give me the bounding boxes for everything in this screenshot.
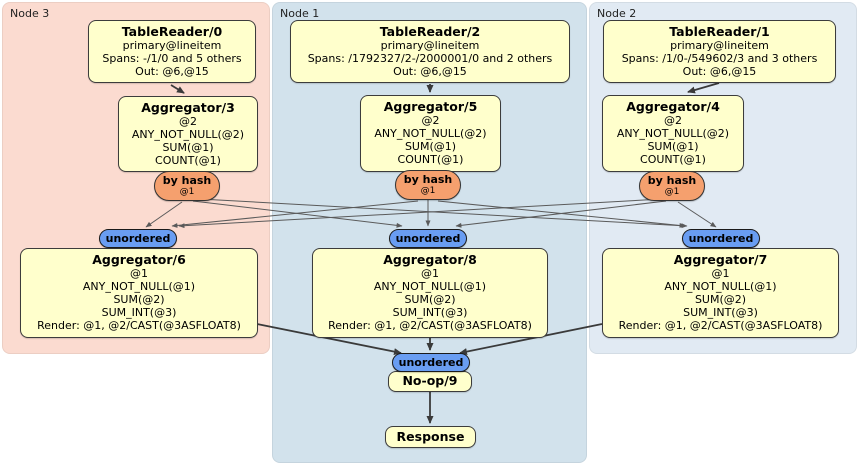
box-line: primary@lineitem <box>122 39 222 52</box>
box-title: Aggregator/8 <box>383 252 477 267</box>
hash-to-unordered-edges <box>145 198 717 229</box>
box-title: TableReader/2 <box>379 24 481 39</box>
box-line: SUM(@1) <box>404 140 457 153</box>
box-line: @1 <box>711 267 730 280</box>
box-line: SUM_INT(@3) <box>101 306 177 319</box>
box-line: Spans: /1/0-/549602/3 and 3 others <box>621 52 818 65</box>
hash-router-stream: @1 <box>664 187 680 197</box>
box-line: SUM(@1) <box>647 140 699 153</box>
box-line: SUM_INT(@3) <box>392 306 468 319</box>
box-title: Aggregator/3 <box>141 100 235 115</box>
hash-router-stream: @1 <box>179 187 195 197</box>
box-title: Response <box>396 429 465 444</box>
box-line: Spans: /1792327/2-/2000001/0 and 2 other… <box>307 52 553 65</box>
tablereader-2-box: TableReader/2 primary@lineitem Spans: /1… <box>290 20 570 83</box>
unordered-sync-node3: unordered <box>99 229 177 248</box>
unordered-sync-final: unordered <box>392 353 470 372</box>
hash-router-label: by hash <box>403 173 453 186</box>
hash-router-label: by hash <box>647 174 697 187</box>
box-line: @1 <box>130 267 148 280</box>
box-line: @2 <box>421 114 440 127</box>
box-line: COUNT(@1) <box>155 154 221 167</box>
box-line: SUM_INT(@3) <box>683 306 758 319</box>
box-line: SUM(@1) <box>162 141 214 154</box>
unordered-sync-node2: unordered <box>682 229 760 248</box>
box-line: ANY_NOT_NULL(@2) <box>131 128 245 141</box>
aggregator-5-box: Aggregator/5 @2 ANY_NOT_NULL(@2) SUM(@1)… <box>360 95 501 172</box>
noop-box: No-op/9 <box>388 371 472 392</box>
box-line: @2 <box>664 114 682 127</box>
box-line: ANY_NOT_NULL(@1) <box>373 280 487 293</box>
box-line: ANY_NOT_NULL(@2) <box>374 127 487 140</box>
response-box: Response <box>385 426 476 448</box>
box-line: @1 <box>421 267 439 280</box>
node2-label: Node 2 <box>597 7 637 20</box>
unordered-sync-node1: unordered <box>389 229 467 248</box>
box-title: Aggregator/7 <box>673 252 768 267</box>
tablereader-1-box: TableReader/1 primary@lineitem Spans: /1… <box>603 20 836 83</box>
box-line: COUNT(@1) <box>640 153 706 166</box>
box-line: Out: @6,@15 <box>393 65 467 78</box>
hash-router-stream: @1 <box>420 186 436 196</box>
box-line: Render: @1, @2/CAST(@3ASFLOAT8) <box>37 319 241 332</box>
tablereader-0-box: TableReader/0 primary@lineitem Spans: -/… <box>88 20 256 83</box>
box-line: Out: @6,@15 <box>682 65 757 78</box>
box-title: TableReader/0 <box>121 24 223 39</box>
aggregator-6-box: Aggregator/6 @1 ANY_NOT_NULL(@1) SUM(@2)… <box>20 248 258 338</box>
box-line: Render: @1, @2/CAST(@3ASFLOAT8) <box>328 319 532 332</box>
hash-router-label: by hash <box>162 174 212 187</box>
hash-router-node2: by hash @1 <box>639 171 705 201</box>
box-line: SUM(@2) <box>113 293 165 306</box>
box-title: Aggregator/6 <box>92 252 186 267</box>
box-line: SUM(@2) <box>694 293 747 306</box>
box-line: ANY_NOT_NULL(@1) <box>82 280 196 293</box>
aggregator-7-box: Aggregator/7 @1 ANY_NOT_NULL(@1) SUM(@2)… <box>602 248 839 338</box>
box-title: TableReader/1 <box>669 24 770 39</box>
box-line: ANY_NOT_NULL(@2) <box>616 127 730 140</box>
hash-router-node1: by hash @1 <box>395 170 461 200</box>
box-line: Render: @1, @2/CAST(@3ASFLOAT8) <box>618 319 823 332</box>
aggregator-4-box: Aggregator/4 @2 ANY_NOT_NULL(@2) SUM(@1)… <box>602 95 744 172</box>
box-line: COUNT(@1) <box>397 153 464 166</box>
hash-router-node3: by hash @1 <box>154 171 220 201</box>
node1-label: Node 1 <box>280 7 320 20</box>
aggregator-3-box: Aggregator/3 @2 ANY_NOT_NULL(@2) SUM(@1)… <box>118 96 258 172</box>
box-line: primary@lineitem <box>670 39 769 52</box>
box-line: SUM(@2) <box>404 293 456 306</box>
flow-edges <box>170 82 720 424</box>
box-title: Aggregator/4 <box>626 99 720 114</box>
box-line: primary@lineitem <box>380 39 480 52</box>
aggregator-8-box: Aggregator/8 @1 ANY_NOT_NULL(@1) SUM(@2)… <box>312 248 548 338</box>
box-title: No-op/9 <box>402 373 458 388</box>
box-title: Aggregator/5 <box>383 99 478 114</box>
node3-label: Node 3 <box>10 7 50 20</box>
box-line: Spans: -/1/0 and 5 others <box>102 52 242 65</box>
box-line: ANY_NOT_NULL(@1) <box>664 280 777 293</box>
box-line: Out: @6,@15 <box>135 65 209 78</box>
box-line: @2 <box>179 115 197 128</box>
